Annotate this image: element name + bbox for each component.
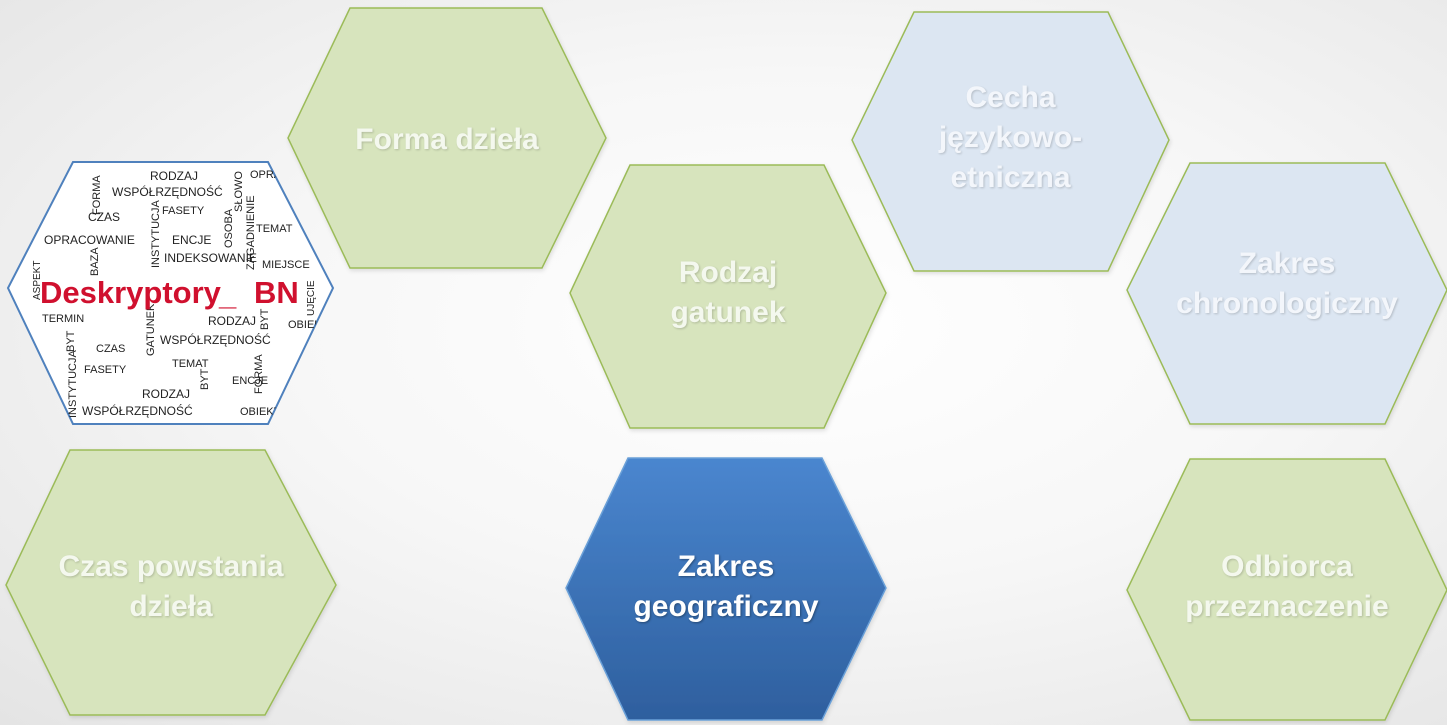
logo-word: RODZAJ [142, 387, 190, 401]
logo-word: OPRACOWANIE [44, 233, 135, 247]
logo-title-abbr: BN [254, 275, 299, 310]
logo-word: TERMIN [42, 313, 84, 325]
logo-word: SŁOWO [233, 171, 245, 212]
logo-word: ENCJE [172, 233, 211, 247]
logo-word: BAZA [89, 247, 101, 276]
hexagon-zakres-chronologiczny[interactable] [1126, 162, 1447, 425]
logo-word: INDEKSOWANIE [164, 251, 257, 265]
logo-title-separator: _ [218, 277, 237, 312]
logo-hexagon-shape [6, 161, 335, 425]
logo-word: FASETY [162, 205, 205, 217]
logo-word: WSPÓŁRZĘDNOŚĆ [82, 403, 193, 418]
logo-word: FASETY [84, 364, 127, 376]
logo-word: OSOBA [223, 208, 235, 248]
logo-word: TEMAT [256, 223, 293, 235]
logo-title: Deskryptory _ BN [40, 275, 299, 312]
hexagon-czas-powstania-dziela[interactable] [5, 449, 337, 716]
word-cloud: RODZAJ WSPÓŁRZĘDNOŚĆ FORMA CZAS FASETY O… [32, 169, 329, 418]
logo-title-main: Deskryptory [40, 275, 222, 310]
logo-word: BYT [65, 330, 77, 352]
hexagon-forma-dziela[interactable] [287, 7, 607, 269]
logo-word: MIEJSCE [262, 259, 310, 271]
logo-word: OPRAC [250, 169, 289, 181]
logo-hexagon: RODZAJ WSPÓŁRZĘDNOŚĆ FORMA CZAS FASETY O… [6, 161, 335, 425]
logo-word: TEMAT [172, 358, 209, 370]
logo-word: GATUNEK [145, 303, 157, 356]
hexagon-odbiorca-przeznaczenie[interactable] [1126, 458, 1447, 721]
logo-word: FORMA [253, 354, 265, 394]
logo-word: CZAS [96, 343, 125, 355]
logo-word: ASPEKT [32, 261, 43, 300]
logo-word: RODZAJ [208, 314, 256, 328]
logo-word: FORMA [91, 175, 103, 215]
logo-word: WSPÓŁRZĘDNOŚĆ [160, 332, 271, 347]
logo-word: BYT [259, 308, 271, 330]
logo-word: OBIEKT [288, 319, 329, 331]
hexagon-rodzaj-gatunek[interactable] [569, 164, 887, 429]
hexagon-cecha-jezykowo-etniczna[interactable] [851, 11, 1170, 272]
logo-word: INSTYTUCJA [67, 350, 79, 419]
logo-word: CZAS [88, 210, 120, 224]
logo-word: OBIEKT [240, 406, 281, 418]
logo-word: RODZAJ [150, 169, 198, 183]
logo-word: ZAGADNIENIE [245, 195, 257, 270]
logo-word: UJĘCIE [306, 280, 317, 316]
hexagon-zakres-geograficzny[interactable] [565, 457, 887, 721]
logo-word: INSTYTUCJA [150, 200, 162, 269]
logo-word: BYT [199, 368, 211, 390]
logo-word: ENCJE [232, 375, 268, 387]
logo-word: WSPÓŁRZĘDNOŚĆ [112, 184, 223, 199]
